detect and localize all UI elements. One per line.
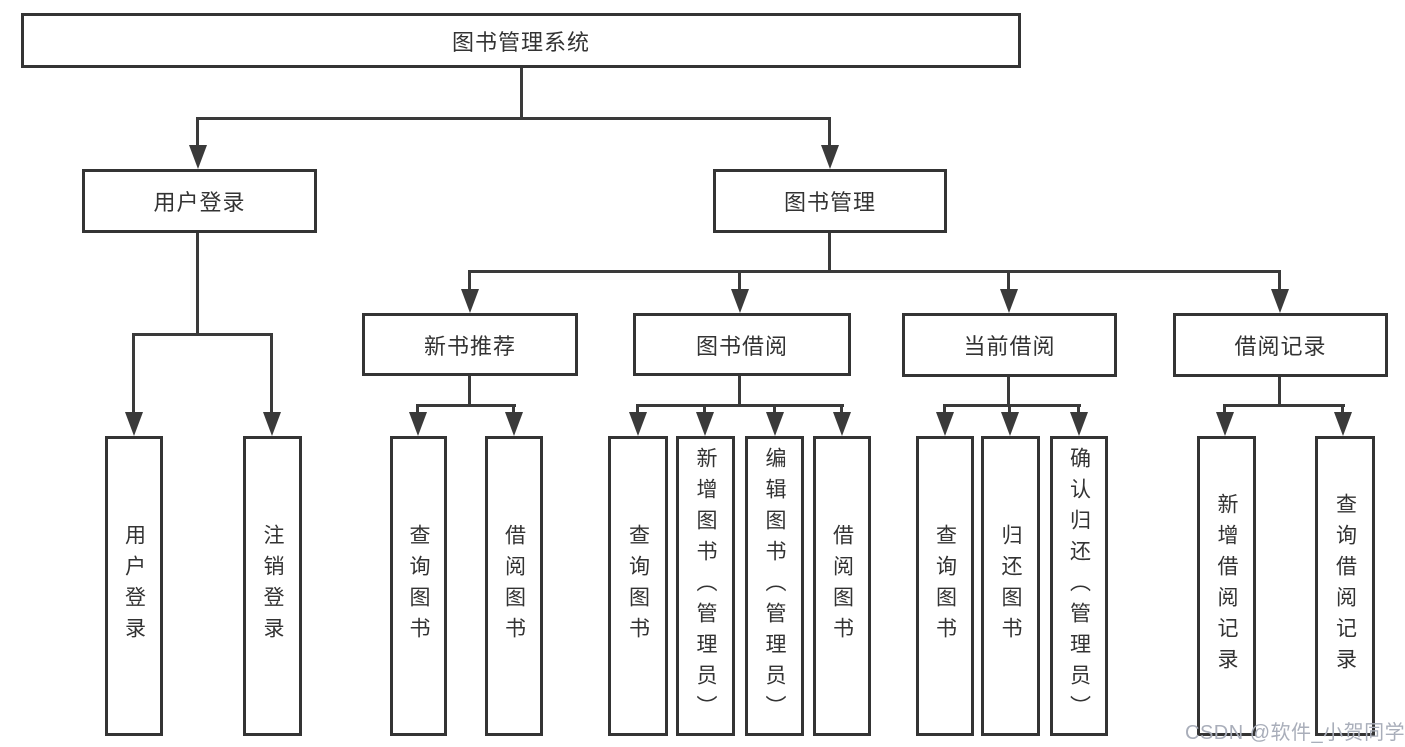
connector-line xyxy=(468,270,1281,273)
connector-line xyxy=(1007,377,1010,407)
connector-line xyxy=(1077,404,1080,414)
connector-line xyxy=(636,404,639,414)
connector-line xyxy=(270,333,273,414)
connector-line xyxy=(703,404,706,414)
arrow-down-icon xyxy=(833,412,851,436)
arrow-down-icon xyxy=(461,289,479,313)
connector-line xyxy=(840,404,843,414)
leaf-newbook-borrow: 借阅图书 xyxy=(485,436,543,736)
connector-line xyxy=(773,404,776,414)
connector-line xyxy=(943,404,1081,407)
arrow-down-icon xyxy=(263,412,281,436)
arrow-down-icon xyxy=(1334,412,1352,436)
arrow-down-icon xyxy=(1001,412,1019,436)
leaf-user-login-label: 用户登录 xyxy=(122,524,146,648)
leaf-record-add-label: 新增借阅记录 xyxy=(1215,493,1238,679)
arrow-down-icon xyxy=(505,412,523,436)
leaf-record-add: 新增借阅记录 xyxy=(1197,436,1256,736)
connector-line xyxy=(636,404,844,407)
leaf-borrow-borrow-label: 借阅图书 xyxy=(830,524,854,648)
connector-line xyxy=(520,68,523,120)
node-current-borrow-label: 当前借阅 xyxy=(963,334,1056,359)
connector-line xyxy=(468,270,471,291)
node-book-mgmt: 图书管理 xyxy=(713,169,947,233)
arrow-down-icon xyxy=(821,145,839,169)
leaf-user-login: 用户登录 xyxy=(105,436,163,736)
connector-line xyxy=(828,117,831,147)
node-root: 图书管理系统 xyxy=(21,13,1021,68)
arrow-down-icon xyxy=(189,145,207,169)
leaf-borrow-query: 查询图书 xyxy=(608,436,668,736)
connector-line xyxy=(1223,404,1345,407)
arrow-down-icon xyxy=(125,412,143,436)
arrow-down-icon xyxy=(696,412,714,436)
arrow-down-icon xyxy=(409,412,427,436)
leaf-borrow-add-admin: 新增图书（管理员） xyxy=(676,436,735,736)
leaf-borrow-edit-admin-label: 编辑图书（管理员） xyxy=(763,446,786,726)
connector-line xyxy=(416,404,419,414)
leaf-logout: 注销登录 xyxy=(243,436,302,736)
connector-line xyxy=(1008,404,1011,414)
leaf-record-query: 查询借阅记录 xyxy=(1315,436,1375,736)
leaf-record-query-label: 查询借阅记录 xyxy=(1333,493,1357,679)
connector-line xyxy=(132,333,135,414)
connector-line xyxy=(1278,270,1281,291)
leaf-borrow-add-admin-label: 新增图书（管理员） xyxy=(694,446,717,726)
csdn-watermark: CSDN @软件_小贺同学 xyxy=(1185,722,1405,744)
connector-line xyxy=(132,333,273,336)
connector-line xyxy=(738,376,741,407)
leaf-borrow-query-label: 查询图书 xyxy=(626,524,650,648)
connector-line xyxy=(468,376,471,407)
connector-line xyxy=(196,117,199,147)
leaf-current-query-label: 查询图书 xyxy=(933,524,957,648)
leaf-current-return-label: 归还图书 xyxy=(999,524,1022,648)
node-root-label: 图书管理系统 xyxy=(451,29,590,55)
connector-line xyxy=(1341,404,1344,414)
arrow-down-icon xyxy=(1271,289,1289,313)
node-new-book: 新书推荐 xyxy=(362,313,578,376)
connector-line xyxy=(738,270,741,291)
leaf-logout-label: 注销登录 xyxy=(261,524,284,648)
connector-line xyxy=(196,233,199,336)
connector-line xyxy=(512,404,515,414)
node-borrow-record-label: 借阅记录 xyxy=(1234,334,1327,359)
leaf-borrow-edit-admin: 编辑图书（管理员） xyxy=(745,436,804,736)
leaf-newbook-query-label: 查询图书 xyxy=(407,524,430,648)
connector-line xyxy=(196,117,831,120)
leaf-borrow-borrow: 借阅图书 xyxy=(813,436,871,736)
arrow-down-icon xyxy=(731,289,749,313)
arrow-down-icon xyxy=(936,412,954,436)
connector-line xyxy=(1007,270,1010,291)
connector-line xyxy=(1223,404,1226,414)
arrow-down-icon xyxy=(629,412,647,436)
arrow-down-icon xyxy=(1216,412,1234,436)
connector-line xyxy=(416,404,516,407)
connector-line xyxy=(943,404,946,414)
node-borrow-record: 借阅记录 xyxy=(1173,313,1388,377)
leaf-current-query: 查询图书 xyxy=(916,436,974,736)
leaf-newbook-borrow-label: 借阅图书 xyxy=(502,524,526,648)
arrow-down-icon xyxy=(1000,289,1018,313)
connector-line xyxy=(1278,376,1281,407)
connector-line xyxy=(828,233,831,273)
node-new-book-label: 新书推荐 xyxy=(423,333,516,359)
leaf-current-confirm-admin-label: 确认归还（管理员） xyxy=(1067,446,1091,726)
node-book-borrow: 图书借阅 xyxy=(633,313,851,376)
leaf-current-return: 归还图书 xyxy=(981,436,1040,736)
arrow-down-icon xyxy=(766,412,784,436)
node-user-login-label: 用户登录 xyxy=(153,190,246,215)
node-user-login: 用户登录 xyxy=(82,169,317,233)
node-book-mgmt-label: 图书管理 xyxy=(783,190,876,215)
arrow-down-icon xyxy=(1070,412,1088,436)
leaf-current-confirm-admin: 确认归还（管理员） xyxy=(1050,436,1108,736)
node-book-borrow-label: 图书借阅 xyxy=(695,333,788,359)
leaf-newbook-query: 查询图书 xyxy=(390,436,447,736)
node-current-borrow: 当前借阅 xyxy=(902,313,1117,377)
